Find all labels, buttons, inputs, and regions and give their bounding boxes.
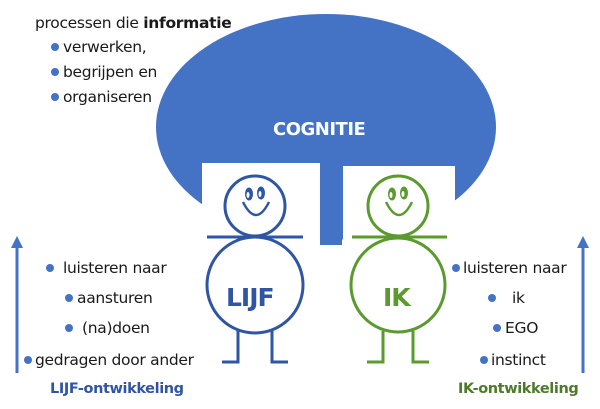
ik-eyes-icon — [388, 186, 408, 201]
lijf-figure — [205, 174, 305, 364]
bullet-icon — [452, 264, 460, 272]
left-up-arrow-icon — [11, 236, 23, 373]
bullet-icon — [51, 93, 59, 101]
intro-bold: informatie — [143, 14, 232, 32]
intro-prefix: processen die — [35, 14, 144, 32]
bullet-icon — [24, 356, 32, 364]
left-caption: LIJF-ontwikkeling — [50, 381, 184, 397]
right-list-item: instinct — [480, 351, 546, 369]
left-list-item: aansturen — [65, 289, 153, 307]
bullet-icon — [493, 324, 501, 332]
bullet-icon — [46, 264, 54, 272]
left-list-item: (na)doen — [65, 319, 150, 337]
ik-head-box — [343, 166, 455, 256]
bullet-icon — [51, 68, 59, 76]
right-list-item: ik — [488, 289, 525, 307]
bullet-icon — [65, 324, 73, 332]
intro-item: organiseren — [51, 88, 152, 106]
intro-item: verwerken, — [51, 38, 147, 56]
bullet-icon — [51, 43, 59, 51]
left-list-item: luisteren naar — [46, 259, 167, 277]
right-caption: IK-ontwikkeling — [458, 381, 579, 397]
bullet-icon — [488, 294, 496, 302]
cognition-stem — [320, 160, 342, 245]
lijf-eyes-icon — [245, 186, 265, 201]
left-list-item: gedragen door ander — [24, 351, 194, 369]
ik-figure — [349, 174, 447, 364]
intro-item: begrijpen en — [51, 63, 157, 81]
right-up-arrow-icon — [577, 236, 589, 373]
lijf-label: LIJF — [226, 283, 275, 312]
bullet-icon — [480, 356, 488, 364]
right-list-item: luisteren naar — [452, 259, 567, 277]
cognition-label: COGNITIE — [273, 119, 366, 140]
right-list-item: EGO — [493, 319, 538, 337]
intro-heading: processen die informatie — [35, 14, 232, 32]
bullet-icon — [65, 294, 73, 302]
ik-label: IK — [383, 283, 411, 312]
